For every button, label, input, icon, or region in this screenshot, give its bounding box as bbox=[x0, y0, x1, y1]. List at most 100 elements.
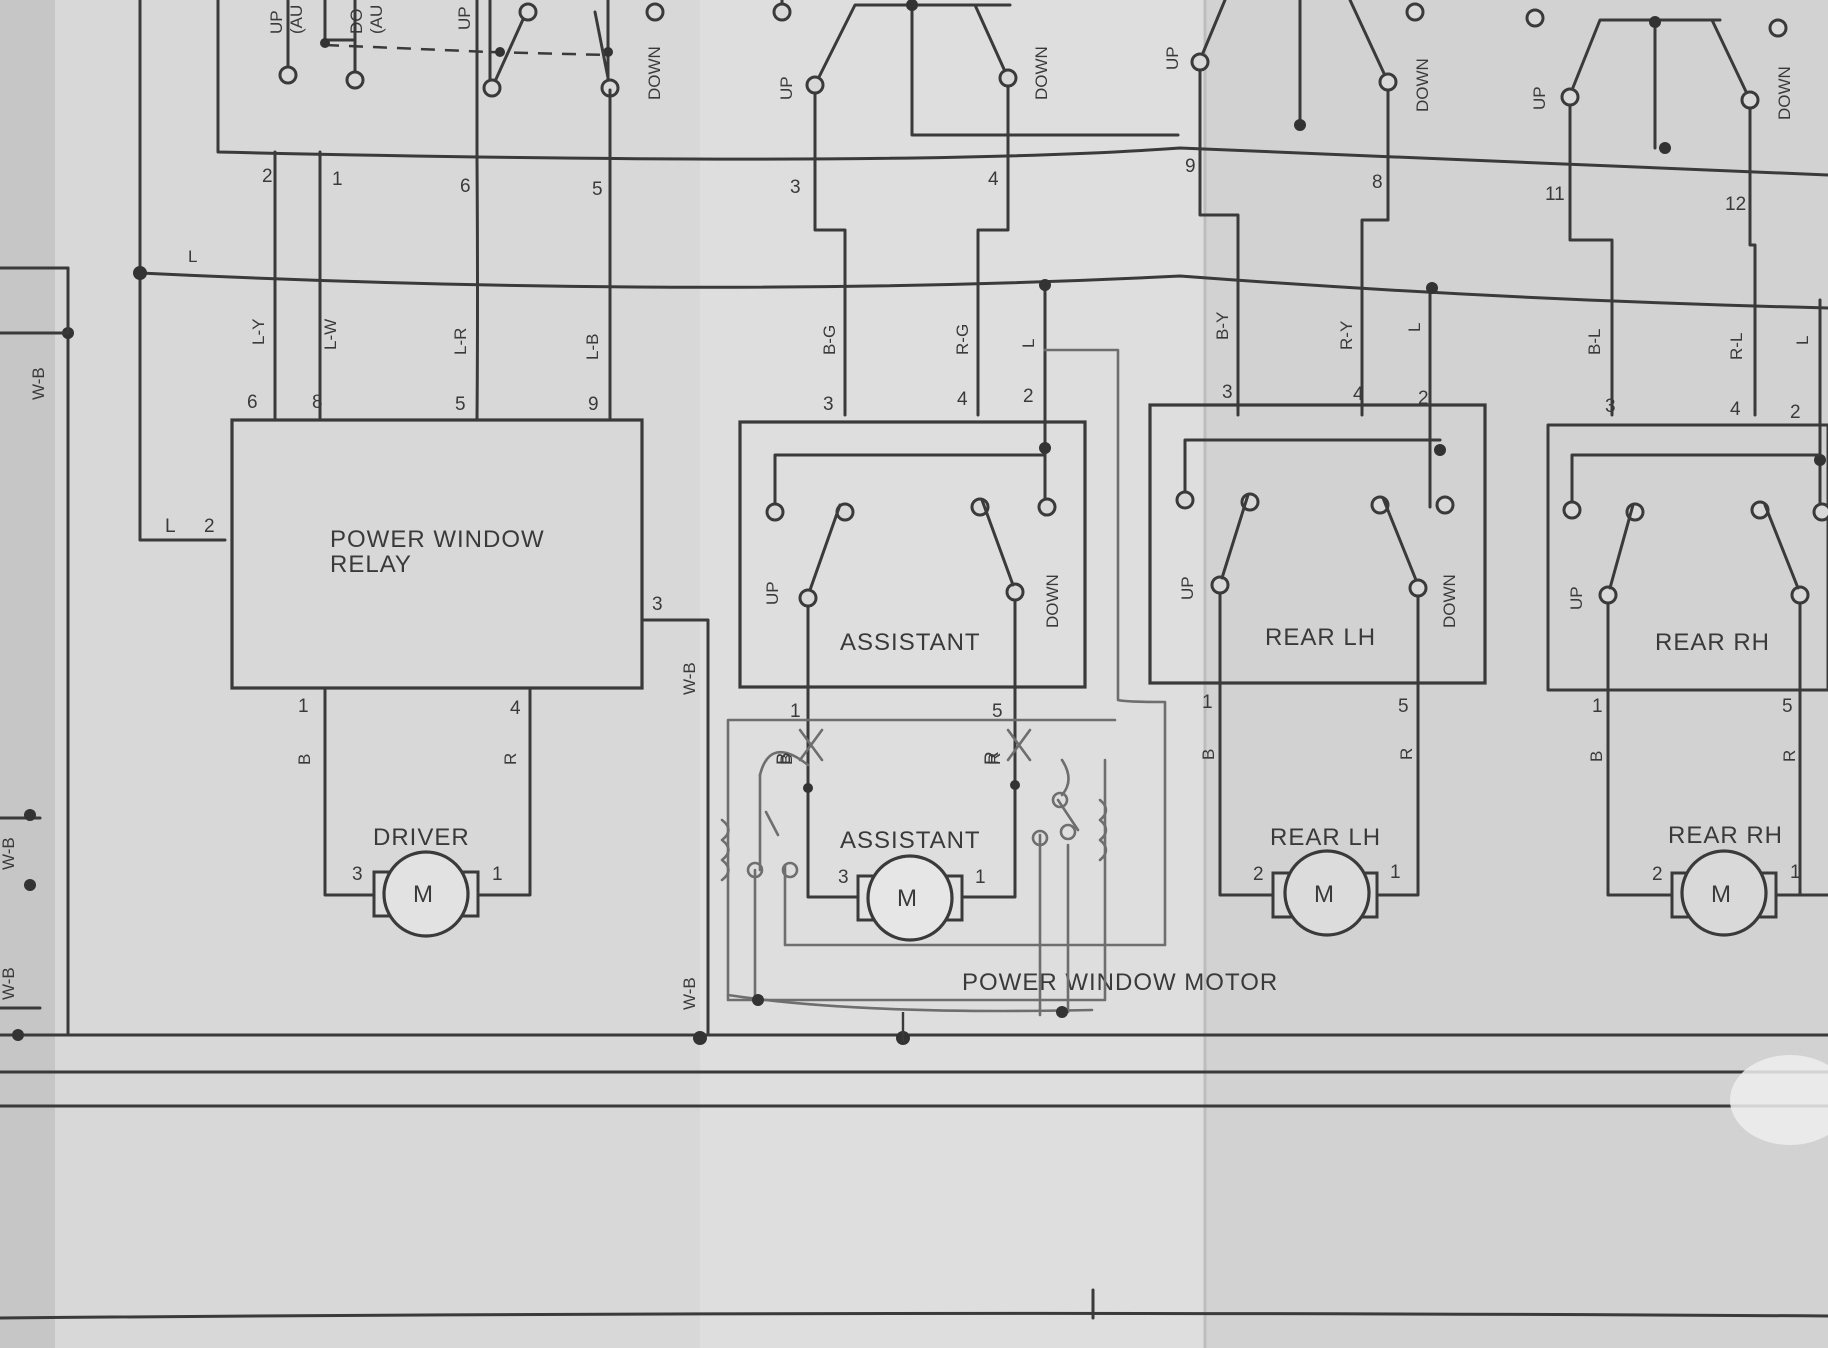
relay-wire-lb: L-B bbox=[583, 334, 602, 360]
relay-bottom-pin-4: 4 bbox=[510, 698, 521, 719]
partial-label-down: DO bbox=[347, 9, 366, 35]
relay-in-pin-5: 5 bbox=[455, 394, 466, 415]
rear-rh-pin-1: 1 bbox=[1592, 696, 1603, 717]
left-partial-box bbox=[0, 266, 70, 335]
partial-label-up: UP bbox=[267, 10, 286, 34]
top-pin-12: 12 bbox=[1725, 194, 1746, 215]
top-rear-lh-switch-partial bbox=[1190, 0, 1425, 417]
assistant-motor-pin-1: 1 bbox=[975, 867, 986, 888]
relay-box bbox=[230, 418, 644, 690]
top-pin-9: 9 bbox=[1185, 156, 1196, 177]
rear-lh-motor bbox=[1271, 849, 1379, 937]
rear-rh-switch-label: REAR RH bbox=[1655, 629, 1770, 656]
relay-side-wire: L bbox=[165, 516, 176, 537]
rear-lh-motor-wire-b: B bbox=[1199, 749, 1218, 760]
top-assistant-up-label: UP bbox=[777, 76, 796, 100]
rear-rh-pin-2: 2 bbox=[1790, 402, 1801, 423]
bus-junction bbox=[133, 266, 147, 280]
rear-rh-motor-symbol: M bbox=[1711, 881, 1732, 908]
assistant-wire-l: L bbox=[1019, 339, 1038, 348]
glare-reflection bbox=[1730, 1055, 1828, 1145]
rear-rh-motor-pin-1: 1 bbox=[1790, 862, 1801, 883]
top-pin-6: 6 bbox=[460, 176, 471, 197]
top-pin-8: 8 bbox=[1372, 172, 1383, 193]
rear-lh-motor-pin-1: 1 bbox=[1390, 862, 1401, 883]
rear-rh-wire-bl: B-L bbox=[1585, 329, 1604, 355]
ground-junction bbox=[24, 809, 36, 821]
rear-rh-motor-pin-2: 2 bbox=[1652, 864, 1663, 885]
rear-lh-pin-3: 3 bbox=[1222, 382, 1233, 403]
relay-in-pin-6: 6 bbox=[247, 392, 258, 413]
assistant-motor-wire-r: R bbox=[985, 753, 1004, 765]
rear-lh-wire-by: B-Y bbox=[1213, 312, 1232, 340]
driver-motor bbox=[372, 850, 480, 938]
rear-rh-motor bbox=[1670, 849, 1778, 937]
paper-right-page bbox=[1205, 0, 1828, 1348]
rear-lh-pin-2: 2 bbox=[1418, 388, 1429, 409]
rear-lh-switch-down: DOWN bbox=[1440, 574, 1459, 628]
top-rear-lh-down-label: DOWN bbox=[1413, 58, 1432, 112]
driver-motor-label: DRIVER bbox=[373, 824, 470, 851]
relay-side-pin: 2 bbox=[204, 516, 215, 537]
top-rear-rh-switch-partial bbox=[1525, 8, 1788, 417]
rear-rh-wire-rl: R-L bbox=[1727, 333, 1746, 360]
partial-label-down-2: DOWN bbox=[645, 46, 664, 100]
left-ground-label-1: W-B bbox=[29, 367, 48, 400]
top-assistant-down-label: DOWN bbox=[1032, 46, 1051, 100]
relay-in-pin-9: 9 bbox=[588, 394, 599, 415]
assistant-switch-up: UP bbox=[763, 581, 782, 605]
pencil-b-label: B bbox=[774, 752, 795, 765]
driver-wire-r: R bbox=[501, 753, 520, 765]
relay-in-pin-8: 8 bbox=[312, 392, 323, 413]
top-pin-1: 1 bbox=[332, 169, 343, 190]
top-rear-rh-up-label: UP bbox=[1530, 86, 1549, 110]
relay-bottom-pin-1: 1 bbox=[298, 696, 309, 717]
rear-rh-switch-up: UP bbox=[1567, 586, 1586, 610]
top-rear-lh-up-label: UP bbox=[1163, 46, 1182, 70]
relay-wire-lr: L-R bbox=[451, 328, 470, 355]
top-pin-3: 3 bbox=[790, 177, 801, 198]
assistant-pin-4: 4 bbox=[957, 389, 968, 410]
rear-lh-pin-5: 5 bbox=[1398, 696, 1409, 717]
rear-lh-motor-label: REAR LH bbox=[1270, 824, 1381, 851]
rear-rh-wire-l: L bbox=[1793, 336, 1812, 345]
relay-wire-lw: L-W bbox=[321, 319, 340, 350]
rear-lh-motor-pin-2: 2 bbox=[1253, 864, 1264, 885]
top-driver-switch-partial bbox=[278, 0, 665, 98]
power-window-motor-label: POWER WINDOW MOTOR bbox=[962, 969, 1278, 996]
rear-rh-pin-4: 4 bbox=[1730, 399, 1741, 420]
rear-lh-wire-l: L bbox=[1405, 323, 1424, 332]
rear-lh-switch-label: REAR LH bbox=[1265, 624, 1376, 651]
partial-label-auto-1: (AU bbox=[287, 5, 306, 34]
assistant-pin-3: 3 bbox=[823, 394, 834, 415]
rear-lh-switch-box bbox=[1148, 403, 1487, 685]
rear-lh-switch bbox=[1148, 282, 1487, 897]
rear-rh-pin-5: 5 bbox=[1782, 696, 1793, 717]
top-assistant-switch-partial bbox=[772, 0, 1180, 417]
top-pin-5: 5 bbox=[592, 179, 603, 200]
assistant-motor bbox=[806, 710, 1017, 942]
rear-lh-motor-symbol: M bbox=[1314, 881, 1335, 908]
ground-junction bbox=[12, 1029, 24, 1041]
relay-ground-wire: W-B bbox=[680, 662, 699, 695]
assistant-switch bbox=[738, 279, 1087, 714]
top-pin-2: 2 bbox=[262, 166, 273, 187]
left-ground-label-2: W-B bbox=[0, 837, 18, 870]
assistant-motor-symbol: M bbox=[897, 885, 918, 912]
relay-ground-wire-2: W-B bbox=[680, 977, 699, 1010]
assistant-switch-box bbox=[738, 420, 1087, 689]
top-rear-rh-down-label: DOWN bbox=[1775, 66, 1794, 120]
relay-out-pin: 3 bbox=[652, 594, 663, 615]
assistant-wire-bg: B-G bbox=[820, 325, 839, 355]
left-ground-label-3: W-B bbox=[0, 967, 18, 1000]
relay-name-line2: RELAY bbox=[330, 551, 412, 578]
partial-label-up-2: UP bbox=[455, 6, 474, 30]
bus-wire-label: L bbox=[188, 247, 197, 266]
driver-wire-b: B bbox=[295, 754, 314, 765]
assistant-motor-label: ASSISTANT bbox=[840, 827, 981, 854]
assistant-pin-5: 5 bbox=[992, 701, 1003, 722]
rear-rh-pin-3: 3 bbox=[1605, 396, 1616, 417]
pencil-r-label: R bbox=[982, 751, 1003, 765]
assistant-wire-rg: R-G bbox=[953, 324, 972, 355]
